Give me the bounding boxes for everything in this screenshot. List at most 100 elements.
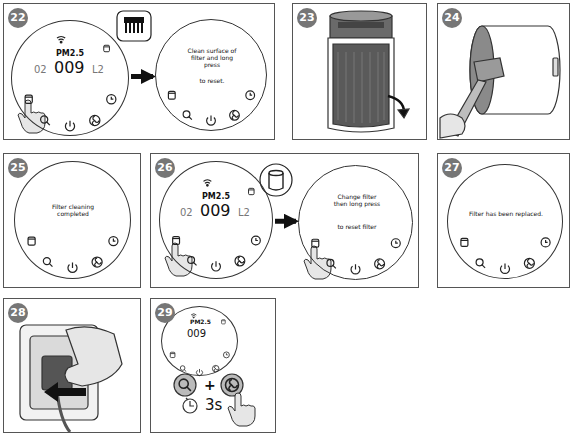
callout-number: 23 bbox=[297, 8, 317, 28]
timer-icon bbox=[223, 352, 229, 358]
air-purifier bbox=[398, 109, 409, 118]
filter-icon bbox=[249, 188, 255, 194]
step-panel: 22PM2.5 02 009 L2 Clean surface of filter an… bbox=[3, 3, 275, 140]
wall-socket bbox=[20, 325, 122, 432]
search-icon bbox=[183, 111, 192, 120]
fan-icon bbox=[90, 115, 100, 125]
filter-icon bbox=[173, 237, 180, 245]
display-screen: PM2.502009L2 bbox=[159, 161, 273, 279]
zoom-inset bbox=[117, 11, 151, 41]
zoom-inset bbox=[269, 171, 283, 176]
search-icon bbox=[476, 259, 485, 268]
display-text: Filter cleaning completed bbox=[41, 204, 105, 218]
fan-icon bbox=[226, 379, 239, 392]
filter-icon bbox=[104, 45, 110, 51]
fan-icon bbox=[230, 110, 240, 120]
wifi-icon bbox=[203, 180, 211, 186]
display-text: 009 bbox=[187, 328, 206, 340]
wifi-icon bbox=[191, 314, 196, 318]
zoom-inset bbox=[124, 17, 144, 23]
zoom-inset bbox=[260, 164, 292, 196]
air-purifier bbox=[328, 11, 409, 132]
filter-icon bbox=[28, 237, 35, 245]
timer-icon bbox=[391, 239, 400, 248]
step-panel: 29+3sPM2.5009 bbox=[150, 298, 276, 433]
display-text: L2 bbox=[92, 64, 104, 76]
filter-icon bbox=[25, 95, 32, 103]
display-text: L2 bbox=[238, 207, 250, 219]
step-panel: 26PM2.502009L2Change filter then long pr… bbox=[150, 153, 419, 288]
filter-icon bbox=[222, 320, 226, 324]
power-icon bbox=[501, 264, 510, 274]
wifi-icon bbox=[57, 37, 65, 43]
display-screen: Filter has been replaced. bbox=[447, 164, 563, 279]
button-combo bbox=[221, 374, 243, 396]
display-text: to reset filter bbox=[332, 224, 382, 231]
wall-socket bbox=[65, 327, 122, 386]
display-text: Change filter then long press bbox=[332, 194, 382, 208]
display-text: 009 bbox=[54, 59, 85, 77]
search-icon bbox=[41, 116, 50, 125]
button-combo bbox=[183, 399, 197, 413]
timer-icon bbox=[109, 237, 118, 246]
filter-cleaning bbox=[553, 58, 558, 76]
display-text: 3s bbox=[205, 397, 222, 414]
display-text: 009 bbox=[200, 202, 231, 220]
display-text: to reset. bbox=[186, 78, 238, 85]
callout-number: 27 bbox=[442, 158, 462, 178]
power-icon bbox=[212, 261, 221, 271]
display-screen: PM2.5 02 009 L2 bbox=[11, 20, 129, 136]
display-text: Clean surface of filter and long press bbox=[186, 48, 238, 69]
air-purifier bbox=[338, 22, 384, 28]
display-screen: Filter cleaning completed bbox=[14, 161, 131, 279]
air-purifier bbox=[330, 12, 392, 38]
filter-icon bbox=[461, 238, 468, 246]
air-purifier bbox=[338, 52, 384, 123]
step-panel: 24 bbox=[437, 3, 570, 140]
display-text: PM2.5 bbox=[56, 49, 84, 58]
step-arrow bbox=[131, 74, 153, 79]
display-text: + bbox=[204, 377, 216, 393]
display-text: 02 bbox=[34, 64, 47, 76]
fan-icon bbox=[92, 257, 102, 267]
step-arrow bbox=[275, 219, 296, 224]
display-screen: Change filter then long press to reset fi… bbox=[298, 165, 413, 280]
filter-icon bbox=[170, 352, 175, 357]
search-icon bbox=[43, 258, 52, 267]
air-purifier bbox=[328, 38, 394, 132]
hand bbox=[228, 393, 255, 426]
power-icon bbox=[351, 264, 360, 274]
power-icon bbox=[65, 121, 74, 131]
callout-number: 22 bbox=[8, 8, 28, 28]
filter-cleaning bbox=[474, 58, 504, 82]
step-panel: 28 bbox=[3, 298, 141, 433]
timer-icon bbox=[246, 91, 255, 100]
fan-icon bbox=[524, 258, 534, 268]
fan-icon bbox=[375, 259, 385, 269]
step-panel: 27Filter has been replaced. bbox=[437, 153, 570, 288]
filter-cleaning bbox=[470, 26, 560, 114]
callout-number: 29 bbox=[155, 303, 175, 323]
filter-cleaning bbox=[440, 114, 465, 138]
zoom-inset bbox=[117, 11, 151, 41]
filter-icon bbox=[312, 239, 319, 247]
power-icon bbox=[197, 369, 203, 376]
callout-number: 28 bbox=[8, 303, 28, 323]
timer-icon bbox=[251, 236, 260, 245]
power-icon bbox=[207, 116, 216, 126]
power-icon bbox=[68, 262, 77, 272]
callout-number: 25 bbox=[8, 158, 28, 178]
air-purifier bbox=[333, 44, 389, 127]
search-icon bbox=[327, 259, 336, 268]
step-panel: 25Filter cleaning completed bbox=[3, 153, 141, 288]
callout-number: 24 bbox=[442, 8, 462, 28]
wall-socket bbox=[44, 382, 86, 402]
button-combo bbox=[186, 398, 194, 406]
search-icon bbox=[180, 366, 186, 372]
filter-cleaning bbox=[440, 26, 560, 138]
zoom-inset bbox=[126, 23, 142, 33]
filter-icon bbox=[168, 91, 175, 99]
